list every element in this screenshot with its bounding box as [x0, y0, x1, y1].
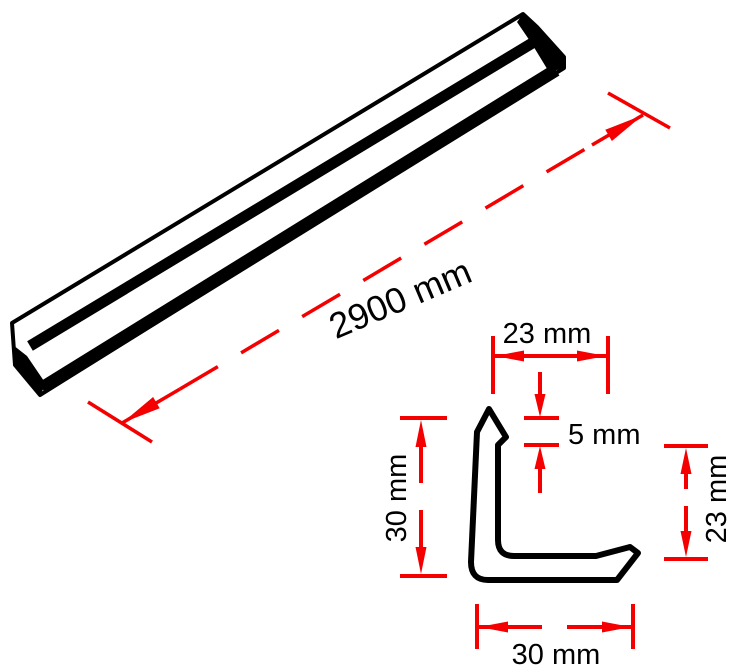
witness-slash-upper [607, 91, 671, 130]
length-dimension-label: 2900 mm [323, 250, 477, 346]
arrow-right [602, 621, 631, 633]
hook-depth-label: 5 mm [568, 419, 641, 451]
bar-end-face-left [13, 345, 46, 395]
top-width-dimension [491, 336, 610, 394]
bottom-width-dimension [475, 604, 635, 649]
hook-depth-dimension [524, 372, 559, 493]
arrow-up [680, 448, 692, 474]
right-height-label: 23 mm [701, 455, 733, 544]
angle-bar-3d [10, 12, 566, 397]
cross-section-profile [468, 406, 641, 583]
arrow-right [577, 350, 606, 362]
bar-bottom-edge [38, 64, 560, 394]
bottom-width-label: 30 mm [512, 639, 601, 667]
arrow-down [680, 531, 692, 557]
arrow-up [415, 420, 427, 447]
left-height-dimension [400, 416, 447, 578]
arrow-down [534, 394, 546, 417]
left-height-label: 30 mm [381, 454, 413, 543]
arrow-up [534, 446, 546, 469]
right-height-dimension [664, 444, 708, 561]
length-arrow-lower [122, 397, 160, 423]
length-dimension [87, 91, 671, 444]
arrow-down [415, 547, 427, 574]
arrow-left [479, 621, 508, 633]
arrow-left [495, 350, 524, 362]
bar-end-face-right [517, 14, 564, 72]
length-dim-dashed-line [179, 143, 593, 391]
bar-inner-corner-edge [27, 34, 542, 351]
length-arrow-upper [605, 115, 643, 141]
profile-outline [468, 406, 641, 583]
top-width-label: 23 mm [503, 318, 592, 350]
witness-slash-lower [87, 400, 153, 444]
